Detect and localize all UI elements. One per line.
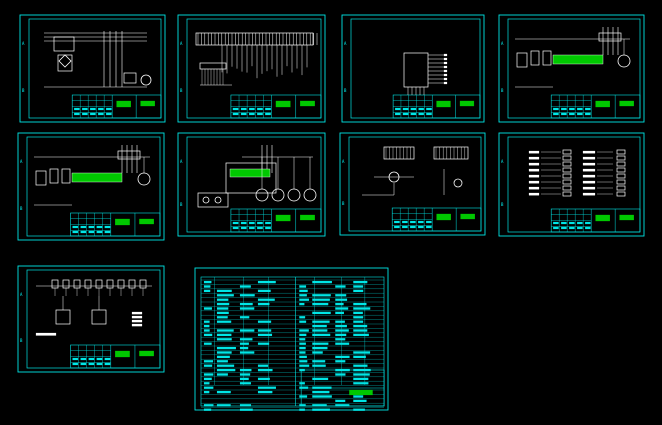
drawing-sheet[interactable]: AB: [177, 132, 326, 237]
svg-text:A: A: [342, 159, 345, 164]
svg-text:A: A: [20, 159, 23, 164]
drawing-sheet[interactable]: AB: [17, 265, 165, 373]
svg-text:B: B: [501, 88, 504, 93]
svg-text:B: B: [180, 88, 183, 93]
drawing-sheet[interactable]: AB: [177, 14, 326, 123]
svg-text:A: A: [20, 292, 23, 297]
svg-text:A: A: [501, 159, 504, 164]
svg-text:A: A: [22, 41, 25, 46]
drawing-sheet[interactable]: AB: [341, 14, 485, 123]
drawing-sheet[interactable]: AB: [498, 14, 645, 123]
svg-text:B: B: [22, 88, 25, 93]
drawing-sheet[interactable]: AB: [498, 132, 645, 237]
drawing-sheet[interactable]: AB: [17, 132, 165, 241]
svg-text:A: A: [180, 41, 183, 46]
svg-text:A: A: [501, 41, 504, 46]
svg-text:B: B: [20, 206, 23, 211]
drawing-sheet[interactable]: AB: [339, 132, 486, 236]
svg-text:B: B: [344, 88, 347, 93]
svg-text:A: A: [344, 41, 347, 46]
svg-text:B: B: [180, 202, 183, 207]
svg-text:B: B: [20, 338, 23, 343]
svg-text:A: A: [180, 159, 183, 164]
svg-text:B: B: [501, 202, 504, 207]
svg-text:B: B: [342, 201, 345, 206]
drawing-sheet[interactable]: AB: [19, 14, 166, 123]
drawing-sheet[interactable]: [194, 267, 389, 411]
